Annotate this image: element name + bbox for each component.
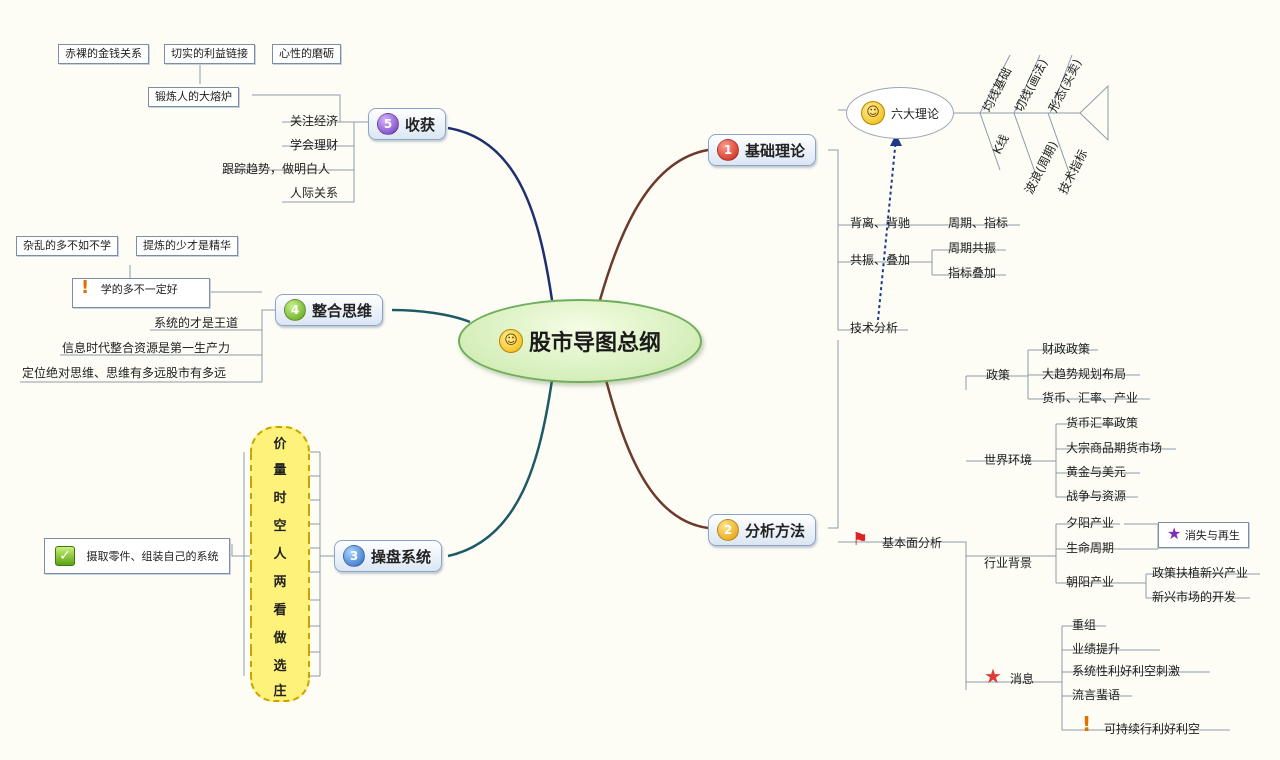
news-warn: 可持续行利好利空: [1104, 722, 1201, 736]
world-item-3: 黄金与美元: [1066, 465, 1127, 479]
branch-analysis-label: 分析方法: [745, 521, 806, 540]
branch-basic-theory-label: 基础理论: [745, 141, 806, 160]
dotted-arrow: [877, 137, 897, 321]
number-2-icon: 2: [717, 519, 739, 541]
world-item-1: 货币汇率政策: [1066, 416, 1139, 430]
crucible-box[interactable]: 锻炼人的大熔炉: [148, 87, 239, 107]
number-5-icon: 5: [377, 113, 399, 135]
integration-line-1: 系统的才是王道: [154, 316, 239, 330]
capsule-item: 选: [250, 650, 310, 678]
harvest-line-3: 跟踪趋势，做明白人: [222, 162, 331, 176]
beili-detail: 周期、指标: [948, 216, 1009, 230]
rebirth-label: 消失与再生: [1184, 529, 1240, 542]
tech-analysis-label: 技术分析: [850, 321, 899, 335]
number-1-icon: 1: [717, 139, 739, 161]
branch-operation-label: 操盘系统: [371, 547, 432, 566]
harvest-box-2[interactable]: 切实的利益链接: [164, 44, 255, 64]
policy-item-2: 大趋势规划布局: [1042, 367, 1127, 381]
branch-harvest[interactable]: 5 收获: [368, 108, 447, 140]
exclamation-icon: !: [81, 277, 90, 298]
branch-integration[interactable]: 4 整合思维: [275, 294, 384, 326]
branch-basic-theory[interactable]: 1 基础理论: [708, 134, 817, 166]
wire-harvest: [447, 126, 554, 301]
wire-analysis: [604, 379, 709, 530]
policy-item-1: 财政政策: [1042, 342, 1091, 356]
capsule-item: 两: [250, 566, 310, 594]
integration-line-2: 信息时代整合资源是第一生产力: [62, 341, 231, 355]
news-item-1: 重组: [1072, 618, 1097, 632]
world-item-4: 战争与资源: [1066, 489, 1127, 503]
smiley-icon: ☺: [860, 101, 885, 125]
harvest-box-1[interactable]: 赤裸的金钱关系: [58, 44, 149, 64]
central-title: 股市导图总纲: [528, 331, 661, 356]
operation-note-label: 摄取零件、组装自己的系统: [86, 550, 219, 563]
gongzhen-label: 共振、叠加: [850, 253, 911, 267]
news-item-3: 系统性利好利空刺激: [1072, 664, 1181, 678]
number-3-icon: 3: [343, 545, 365, 567]
news-label: 消息: [1010, 672, 1035, 686]
harvest-line-4: 人际关系: [290, 186, 339, 200]
world-item-2: 大宗商品期货市场: [1066, 441, 1163, 455]
gongzhen-detail-1: 周期共振: [948, 241, 997, 255]
smiley-icon: ☺: [498, 329, 523, 353]
branch-integration-label: 整合思维: [312, 301, 373, 320]
industry-rising: 朝阳产业: [1066, 575, 1115, 589]
red-star-icon: ★: [984, 664, 1002, 688]
wire-operation: [447, 379, 554, 558]
branch-analysis[interactable]: 2 分析方法: [708, 514, 817, 546]
exclamation-icon: !: [1082, 712, 1092, 736]
six-theories-node[interactable]: ☺ 六大理论: [846, 87, 954, 139]
purple-star-icon: ★: [1167, 524, 1182, 543]
number-4-icon: 4: [284, 299, 306, 321]
news-item-4: 流言蜚语: [1072, 688, 1121, 702]
harvest-line-1: 关注经济: [290, 114, 339, 128]
integration-line-3: 定位绝对思维、思维有多远股市有多远: [22, 366, 227, 380]
branch-operation[interactable]: 3 操盘系统: [334, 540, 443, 572]
red-flag-icon: ⚑: [852, 529, 869, 550]
capsule-item: 价: [250, 426, 310, 456]
wire-integration: [391, 308, 471, 324]
policy-label: 政策: [986, 368, 1011, 382]
rising-item-2: 新兴市场的开发: [1152, 590, 1237, 604]
integration-box-2[interactable]: 提炼的少才是精华: [136, 236, 238, 256]
checkbox-icon: ✓: [55, 546, 75, 566]
wire-basic: [598, 148, 709, 301]
beili-label: 背离、背驰: [850, 216, 911, 230]
harvest-line-2: 学会理财: [290, 138, 339, 152]
industry-sunset: 夕阳产业: [1066, 516, 1115, 530]
branch-harvest-label: 收获: [405, 115, 436, 134]
capsule-item: 做: [250, 622, 310, 650]
gongzhen-detail-2: 指标叠加: [948, 266, 997, 280]
industry-cycle: 生命周期: [1066, 541, 1115, 555]
fundamental-label: 基本面分析: [882, 536, 943, 550]
capsule-item: 量: [250, 454, 310, 482]
capsule-item: 人: [250, 538, 310, 566]
operation-note-box[interactable]: ✓ 摄取零件、组装自己的系统: [44, 538, 230, 574]
capsule-item: 空: [250, 510, 310, 538]
news-item-2: 业绩提升: [1072, 642, 1121, 656]
industry-label: 行业背景: [984, 556, 1033, 570]
world-label: 世界环境: [984, 453, 1033, 467]
rebirth-box[interactable]: ★ 消失与再生: [1158, 522, 1249, 548]
capsule-item: 时: [250, 482, 310, 510]
harvest-box-3[interactable]: 心性的磨砺: [272, 44, 341, 64]
policy-item-3: 货币、汇率、产业: [1042, 391, 1139, 405]
rising-item-1: 政策扶植新兴产业: [1152, 566, 1249, 580]
six-theories-label: 六大理论: [890, 106, 939, 121]
capsule-item: 看: [250, 594, 310, 622]
integration-box-1[interactable]: 杂乱的多不如不学: [16, 236, 118, 256]
central-topic[interactable]: ☺ 股市导图总纲: [458, 299, 702, 383]
integration-warn-box[interactable]: ! 学的多不一定好: [72, 278, 210, 308]
integration-warn-label: 学的多不一定好: [100, 283, 178, 296]
